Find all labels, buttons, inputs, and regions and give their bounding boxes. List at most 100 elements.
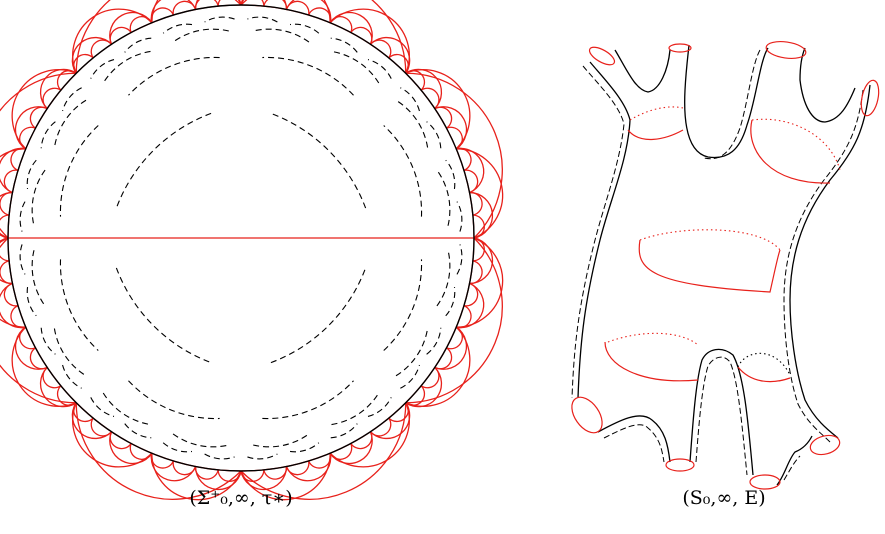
red-geodesic xyxy=(405,68,443,110)
boundary-circle xyxy=(7,4,475,472)
dashed-curve xyxy=(436,169,451,226)
dashed-curve xyxy=(53,328,87,377)
cross-section-front xyxy=(750,119,831,184)
dashed-curve xyxy=(204,453,235,460)
red-geodesic xyxy=(56,385,77,406)
surface-outline xyxy=(577,44,871,486)
red-geodesic xyxy=(0,282,26,329)
dashed-curve xyxy=(115,112,212,209)
dashed-curve xyxy=(115,267,212,364)
red-geodesic xyxy=(463,282,479,307)
cross-section-back xyxy=(639,229,781,251)
dashed-curve xyxy=(367,59,392,79)
dashed-curve xyxy=(53,99,87,148)
red-geodesic xyxy=(109,431,132,450)
red-geodesic xyxy=(263,466,288,480)
dashed-curves xyxy=(19,16,463,460)
red-geodesic xyxy=(472,214,485,239)
dashed-curve xyxy=(40,327,56,355)
red-geodesic xyxy=(263,0,288,10)
tube-end xyxy=(809,434,841,456)
red-geodesic xyxy=(369,39,392,59)
cross-section-front xyxy=(627,129,684,141)
red-geodesic xyxy=(19,126,36,150)
left-caption: (Σ⁺₀,∞, τ∗) xyxy=(189,487,293,509)
red-geodesic xyxy=(240,0,265,7)
red-geodesic xyxy=(240,469,265,482)
dashed-curve xyxy=(26,286,37,317)
dashed-curve xyxy=(331,50,380,84)
red-geodesic xyxy=(456,147,472,171)
dashed-curve xyxy=(395,99,429,148)
red-geodesic xyxy=(329,11,373,45)
red-geodesic xyxy=(0,147,26,194)
red-geodesic xyxy=(150,453,174,469)
red-geodesic xyxy=(39,366,77,408)
dashed-curve xyxy=(102,50,151,84)
red-geodesic xyxy=(194,466,242,491)
red-geodesic xyxy=(14,106,48,150)
dashed-curve xyxy=(400,87,420,112)
dashed-curve xyxy=(19,244,26,275)
dashed-curve xyxy=(395,328,429,377)
dashed-curve xyxy=(62,87,82,112)
dashed-curve xyxy=(383,125,423,217)
red-geodesic xyxy=(405,385,426,406)
red-geodesic xyxy=(73,53,94,74)
red-geodesic xyxy=(71,402,113,440)
cross-section-front xyxy=(737,366,791,383)
dashed-curve xyxy=(270,267,367,364)
red-geodesic xyxy=(463,169,479,194)
dashed-curve xyxy=(330,423,358,439)
dashed-curve xyxy=(90,59,115,79)
dashed-curve xyxy=(270,112,367,209)
red-geodesic xyxy=(329,443,353,460)
red-geodesic xyxy=(350,431,373,450)
red-geodesic xyxy=(217,469,242,482)
dashed-curve xyxy=(204,16,235,23)
dashed-curve xyxy=(456,201,463,232)
red-geodesic xyxy=(56,70,77,91)
cross-section-back xyxy=(629,106,684,121)
red-geodesic xyxy=(0,237,10,262)
red-geodesic xyxy=(420,366,440,389)
cross-section-back-black xyxy=(737,352,791,376)
dashed-curve xyxy=(62,364,82,389)
red-geodesic xyxy=(456,147,485,194)
red-geodesic xyxy=(472,237,485,262)
red-geodesic xyxy=(109,11,153,45)
dashed-curve xyxy=(31,250,46,307)
red-geodesic xyxy=(434,326,468,370)
red-geodesic xyxy=(19,326,36,350)
red-geodesic xyxy=(434,106,453,129)
dashed-curve xyxy=(124,37,152,53)
red-geodesic xyxy=(388,53,409,74)
dashed-curve xyxy=(172,433,229,448)
red-geodesic xyxy=(42,366,62,389)
red-geodesic xyxy=(469,191,494,239)
red-geodesic xyxy=(285,0,332,23)
red-geodesic xyxy=(420,87,440,110)
red-geodesic xyxy=(446,126,463,150)
dashed-curve xyxy=(162,23,193,34)
red-geodesic xyxy=(469,237,494,285)
dashed-curve xyxy=(331,392,380,426)
red-geodesic xyxy=(369,417,392,437)
dashed-curve xyxy=(59,125,99,217)
dashed-curve xyxy=(90,397,115,417)
red-geodesic xyxy=(3,282,19,307)
cross-section-front xyxy=(638,239,781,293)
dashed-curve xyxy=(128,380,220,420)
red-geodesic xyxy=(405,70,426,91)
dashed-curve xyxy=(19,201,26,232)
red-geodesic xyxy=(194,0,242,10)
red-geodesic xyxy=(285,460,310,476)
red-geodesic xyxy=(308,7,332,23)
red-geodesic xyxy=(109,26,132,45)
dashed-curve xyxy=(26,159,37,190)
dashed-curve xyxy=(426,327,442,355)
dashed-curve xyxy=(400,364,420,389)
red-geodesic xyxy=(446,326,463,350)
